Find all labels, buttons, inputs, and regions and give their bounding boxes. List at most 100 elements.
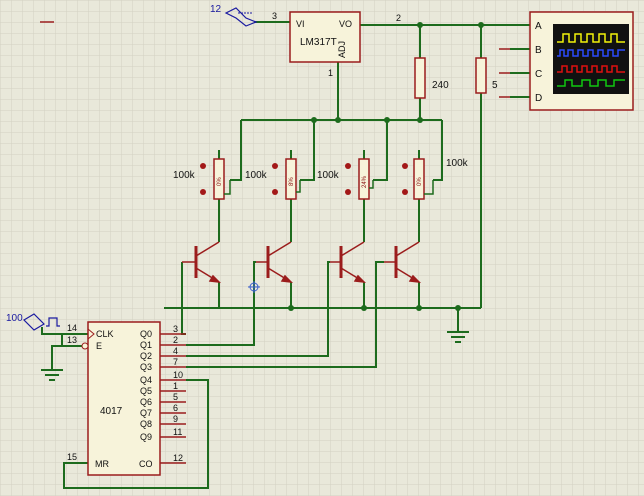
- counter-pin-co: 12: [173, 453, 183, 463]
- pot-up-button[interactable]: [200, 163, 206, 169]
- pot-body: [358, 158, 370, 200]
- regulator-vi: VI: [296, 19, 305, 29]
- counter-output-pin-number: 5: [173, 392, 178, 402]
- scope-channel-c: C: [535, 69, 542, 80]
- counter-output-pin-number: 3: [173, 324, 178, 334]
- counter-output-pin-number: 11: [173, 427, 182, 437]
- pot-down-button[interactable]: [345, 189, 351, 195]
- pot-up-button[interactable]: [272, 163, 278, 169]
- potentiometer-3[interactable]: 24% 100k: [317, 158, 374, 200]
- wires: [41, 21, 530, 489]
- counter-pin-e: 13: [67, 335, 77, 345]
- pot-value: 100k: [317, 170, 340, 181]
- scope-trace-b: [557, 49, 625, 57]
- regulator-pin-adj: 1: [328, 68, 333, 78]
- potentiometer-4[interactable]: 0% 100k: [402, 158, 469, 200]
- pot-down-button[interactable]: [402, 189, 408, 195]
- counter-output-label: Q9: [140, 432, 152, 442]
- ground-icon: [41, 369, 63, 381]
- pin-stubs: [40, 21, 510, 98]
- clock-source[interactable]: 100: [6, 313, 60, 331]
- pot-percent: 0%: [417, 177, 423, 186]
- counter-output-pin-number: 7: [173, 357, 178, 367]
- transistor-4[interactable]: [384, 241, 422, 283]
- clock-input-icon: [87, 328, 95, 340]
- transistor-2[interactable]: [256, 241, 294, 283]
- regulator-lm317t[interactable]: VI VO LM317T ADJ 2 1: [289, 11, 401, 78]
- pot-value: 100k: [245, 170, 268, 181]
- counter-output-pin-number: 9: [173, 414, 178, 424]
- resistor-240-value: 240: [432, 80, 449, 91]
- oscilloscope[interactable]: A B C D: [529, 11, 634, 111]
- regulator-body: [289, 11, 361, 63]
- pot-wiper: [296, 180, 301, 193]
- regulator-adj: ADJ: [337, 41, 347, 58]
- transistor-1[interactable]: [182, 241, 222, 283]
- inverted-input-icon: [81, 342, 89, 350]
- counter-output-pin-number: 1: [173, 381, 178, 391]
- resistor-5[interactable]: 5: [475, 57, 498, 94]
- pot-value: 100k: [173, 170, 196, 181]
- counter-output-pin-number: 2: [173, 335, 178, 345]
- scope-channel-d: D: [535, 93, 542, 104]
- scope-trace-c: [557, 65, 625, 73]
- scope-channel-a: A: [535, 21, 542, 32]
- counter-output-label: Q8: [140, 419, 152, 429]
- counter-co-label: CO: [139, 459, 153, 469]
- resistor-240[interactable]: 240: [414, 57, 449, 99]
- pot-percent: 24%: [362, 175, 368, 188]
- potentiometer-2[interactable]: 8% 100k: [245, 158, 301, 200]
- clock-terminal-icon: [23, 313, 45, 331]
- counter-pin-clk: 14: [67, 323, 77, 333]
- counter-body: [87, 321, 161, 476]
- counter-output-label: Q6: [140, 397, 152, 407]
- scope-trace-d: [557, 79, 625, 87]
- pot-wiper: [369, 180, 374, 189]
- pot-percent: 8%: [289, 177, 295, 186]
- counter-output-label: Q4: [140, 375, 152, 385]
- pot-down-button[interactable]: [272, 189, 278, 195]
- counter-pin-mr: 15: [67, 452, 77, 462]
- resistor-5-value: 5: [492, 80, 498, 91]
- pot-body: [413, 158, 425, 200]
- regulator-vo: VO: [339, 19, 352, 29]
- counter-name: 4017: [100, 406, 123, 417]
- junctions: [288, 22, 484, 311]
- probe-crosshair-icon: [248, 281, 260, 293]
- pot-percent: 0%: [217, 177, 223, 186]
- pot-up-button[interactable]: [345, 163, 351, 169]
- pulse-symbol-icon: [46, 317, 60, 327]
- pot-wiper: [424, 180, 434, 195]
- scope-channel-b: B: [535, 45, 542, 56]
- ground-icon: [447, 331, 469, 343]
- counter-output-label: Q5: [140, 386, 152, 396]
- pot-body: [285, 158, 297, 200]
- pot-down-button[interactable]: [200, 189, 206, 195]
- counter-output-pin-number: 6: [173, 403, 178, 413]
- counter-output-label: Q7: [140, 408, 152, 418]
- counter-mr-label: MR: [95, 459, 109, 469]
- counter-output-label: Q3: [140, 362, 152, 372]
- counter-output-pin-number: 10: [173, 370, 183, 380]
- counter-clk-label: CLK: [96, 329, 114, 339]
- counter-e-label: E: [96, 341, 102, 351]
- counter-output-label: Q1: [140, 340, 152, 350]
- pot-up-button[interactable]: [402, 163, 408, 169]
- supply-value: 12: [210, 4, 222, 15]
- regulator-pin-out: 2: [396, 13, 401, 23]
- resistor-body: [414, 57, 426, 99]
- supply-source[interactable]: 12 3: [210, 4, 277, 27]
- potentiometer-1[interactable]: 0% 100k: [173, 158, 231, 200]
- supply-terminal-icon: [224, 7, 258, 27]
- counter-output-label: Q0: [140, 329, 152, 339]
- counter-output-pin-number: 4: [173, 346, 178, 356]
- pot-body: [213, 158, 225, 200]
- regulator-pin-in: 3: [272, 11, 277, 21]
- pot-value: 100k: [446, 158, 469, 169]
- transistor-3[interactable]: [330, 241, 367, 283]
- resistor-body: [475, 57, 487, 94]
- regulator-name: LM317T: [300, 37, 337, 48]
